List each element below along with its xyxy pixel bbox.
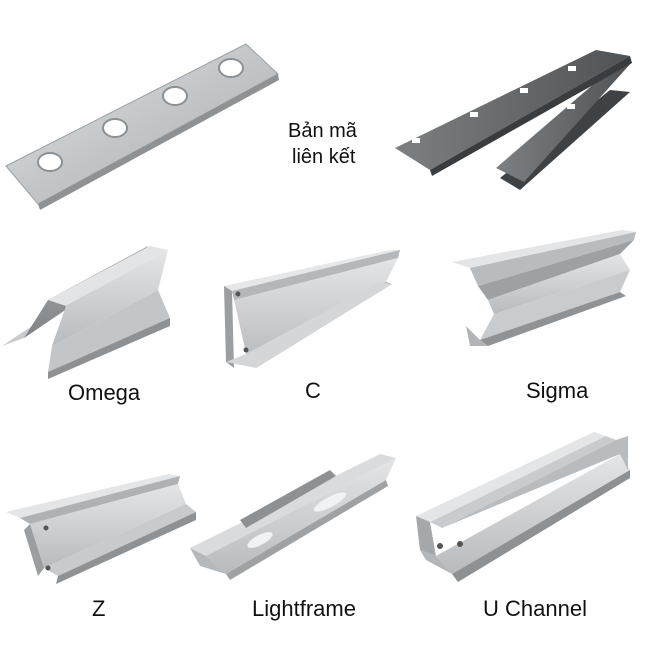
splice-plate	[5, 43, 279, 210]
lightframe-label: Lightframe	[252, 596, 356, 621]
z-profile	[6, 474, 196, 584]
c-label: C	[305, 378, 321, 403]
z-label: Z	[92, 596, 106, 621]
u-channel-label: U Channel	[483, 596, 587, 621]
sigma-label: Sigma	[526, 378, 589, 403]
ban-ma-label-line1: Bản mã	[288, 120, 357, 142]
ban-ma-label-line2: liên kết	[292, 146, 356, 168]
lightframe-profile	[190, 454, 396, 580]
flat-bars	[395, 50, 632, 190]
omega-profile	[2, 246, 170, 379]
u-channel-profile	[416, 432, 630, 582]
omega-label: Omega	[68, 380, 141, 405]
c-profile	[224, 250, 400, 368]
sigma-profile	[452, 230, 636, 346]
